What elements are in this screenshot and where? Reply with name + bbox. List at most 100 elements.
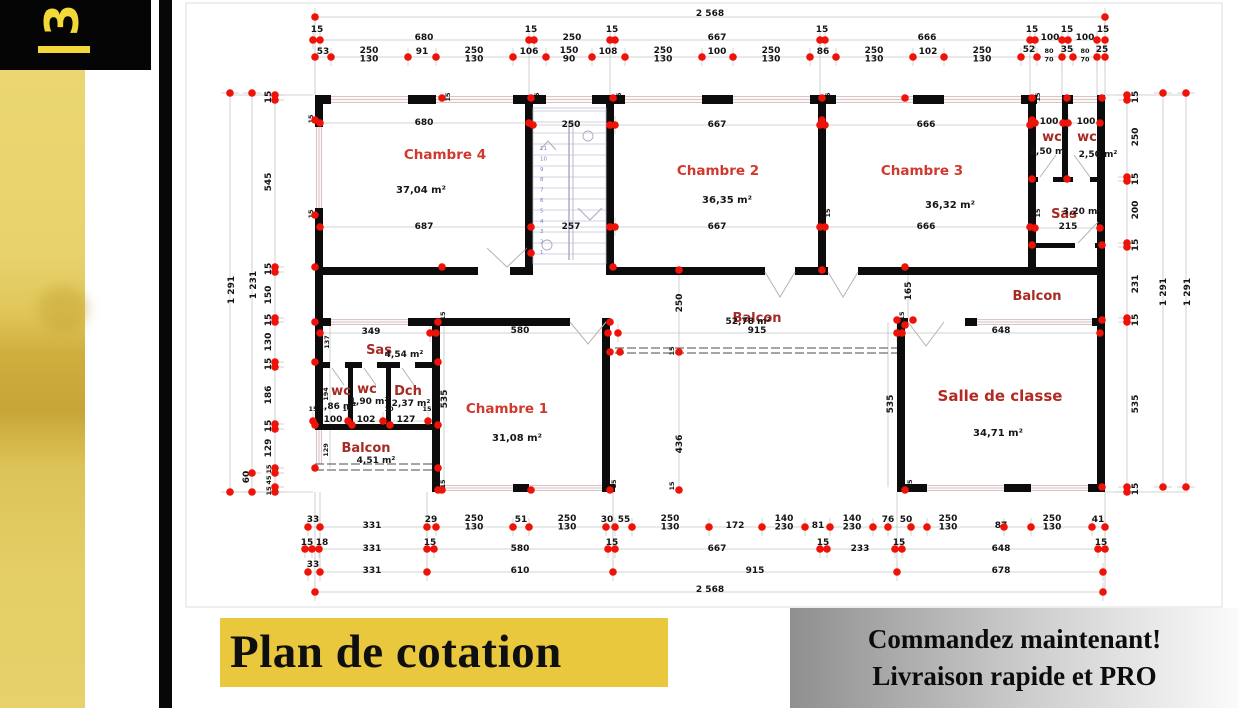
dim-label: 667 xyxy=(708,222,727,232)
dim-label: 250 xyxy=(563,33,582,43)
zone-label: wc xyxy=(1077,130,1097,145)
dim-label: 15 xyxy=(1131,91,1141,104)
dim-label: 129 xyxy=(264,439,274,458)
dim-label: 250 xyxy=(675,294,685,313)
zone-label: Balcon xyxy=(341,441,390,456)
dim-label: 100 xyxy=(1041,33,1060,43)
dim-label: 667 xyxy=(708,33,727,43)
dim-label: 15 xyxy=(1095,538,1108,548)
dim-label: 15 xyxy=(264,358,274,371)
dim-label: 100 xyxy=(1077,117,1096,127)
dim-label: 15 xyxy=(1026,25,1039,35)
dimension-lines xyxy=(185,2,1223,608)
svg-text:11: 11 xyxy=(540,146,547,152)
zone-area: 1,86 m² xyxy=(318,402,357,412)
dim-label: 15 xyxy=(308,405,318,413)
room-label: Chambre 1 xyxy=(466,401,548,417)
dimension-dots xyxy=(226,13,1190,596)
dim-label: 106 xyxy=(520,47,539,57)
dim-label: 331 xyxy=(363,566,382,576)
zone-area: 2,50 m² xyxy=(1079,150,1118,160)
dim-label: 15 xyxy=(898,311,906,321)
zone-label: Sas xyxy=(1051,207,1077,222)
dim-label: 678 xyxy=(992,566,1011,576)
dim-label: 15 xyxy=(1131,314,1141,327)
dim-label: 15 xyxy=(424,538,437,548)
dim-label: 233 xyxy=(851,544,870,554)
dim-label: 1 231 xyxy=(249,271,259,299)
svg-text:5: 5 xyxy=(540,208,544,214)
dim-label: 165 xyxy=(904,282,914,301)
dim-label: 15 xyxy=(1061,25,1074,35)
dim-label: 129 xyxy=(322,443,330,457)
dim-label: 81 xyxy=(812,521,825,531)
svg-text:3: 3 xyxy=(540,229,544,235)
dim-label: 200 xyxy=(1131,201,1141,220)
dim-label: 86 xyxy=(817,47,830,57)
dim-label: 15 xyxy=(265,464,273,474)
dim-label: 535 xyxy=(886,395,896,414)
dim-label: 33 xyxy=(307,515,320,525)
dim-label: 666 xyxy=(917,222,936,232)
dim-label: 545 xyxy=(264,173,274,192)
dim-label: 15 xyxy=(1131,483,1141,496)
dim-label: 680 xyxy=(415,118,434,128)
walls xyxy=(315,95,1105,492)
dim-label: 535 xyxy=(1131,395,1141,414)
dim-label: 10 xyxy=(342,405,352,413)
dim-label: 1 291 xyxy=(227,276,237,304)
slide-title-highlight: Plan de cotation xyxy=(220,618,668,687)
zone-area: 1,90 m² xyxy=(350,397,389,407)
dim-label: 15 xyxy=(1131,173,1141,186)
dim-label: 15 xyxy=(824,208,832,218)
zone-area: 4,51 m² xyxy=(357,456,396,466)
dim-label: 915 xyxy=(748,326,767,336)
dim-label: 100 xyxy=(1040,117,1059,127)
dim-label: 15 xyxy=(264,263,274,276)
zone-label: wc xyxy=(357,382,377,397)
slide-number-rotated: 3 xyxy=(35,4,89,37)
dim-label: 15 xyxy=(422,405,432,413)
dim-label: 102 xyxy=(357,415,376,425)
dim-label: 15 xyxy=(1034,208,1042,218)
dim-label: 580 xyxy=(511,544,530,554)
dim-label: 15 xyxy=(606,25,619,35)
dim-label: 15 xyxy=(439,311,447,321)
dim-label: 52 xyxy=(1023,45,1036,55)
zone-area: 4,54 m² xyxy=(385,350,424,360)
svg-text:1: 1 xyxy=(540,250,544,256)
dim-label: 15 xyxy=(1034,92,1042,102)
dim-label: 667 xyxy=(708,120,727,130)
dim-label: 100 xyxy=(1076,33,1095,43)
room-label: Salle de classe xyxy=(938,387,1063,405)
dim-label: 55 xyxy=(618,515,631,525)
dim-label: 648 xyxy=(992,544,1011,554)
dim-label: 250 xyxy=(1131,128,1141,147)
svg-text:7: 7 xyxy=(540,188,544,194)
dim-label: 102 xyxy=(919,47,938,57)
dim-label: 349 xyxy=(362,327,381,337)
dim-label: 15 xyxy=(525,25,538,35)
dim-label: 15 xyxy=(606,538,619,548)
dim-label: 60 xyxy=(242,471,252,484)
dim-label: 1 291 xyxy=(1159,278,1169,306)
dim-label: 41 xyxy=(1092,515,1105,525)
dim-label: 194 xyxy=(322,387,330,401)
dim-label: 1 291 xyxy=(1183,278,1193,306)
dim-label: 15 xyxy=(893,538,906,548)
svg-text:2: 2 xyxy=(540,240,544,246)
dim-label: 150 xyxy=(264,286,274,305)
dim-label: 33 xyxy=(307,560,320,570)
dim-label: 15 xyxy=(264,91,274,104)
dim-label: 648 xyxy=(992,326,1011,336)
